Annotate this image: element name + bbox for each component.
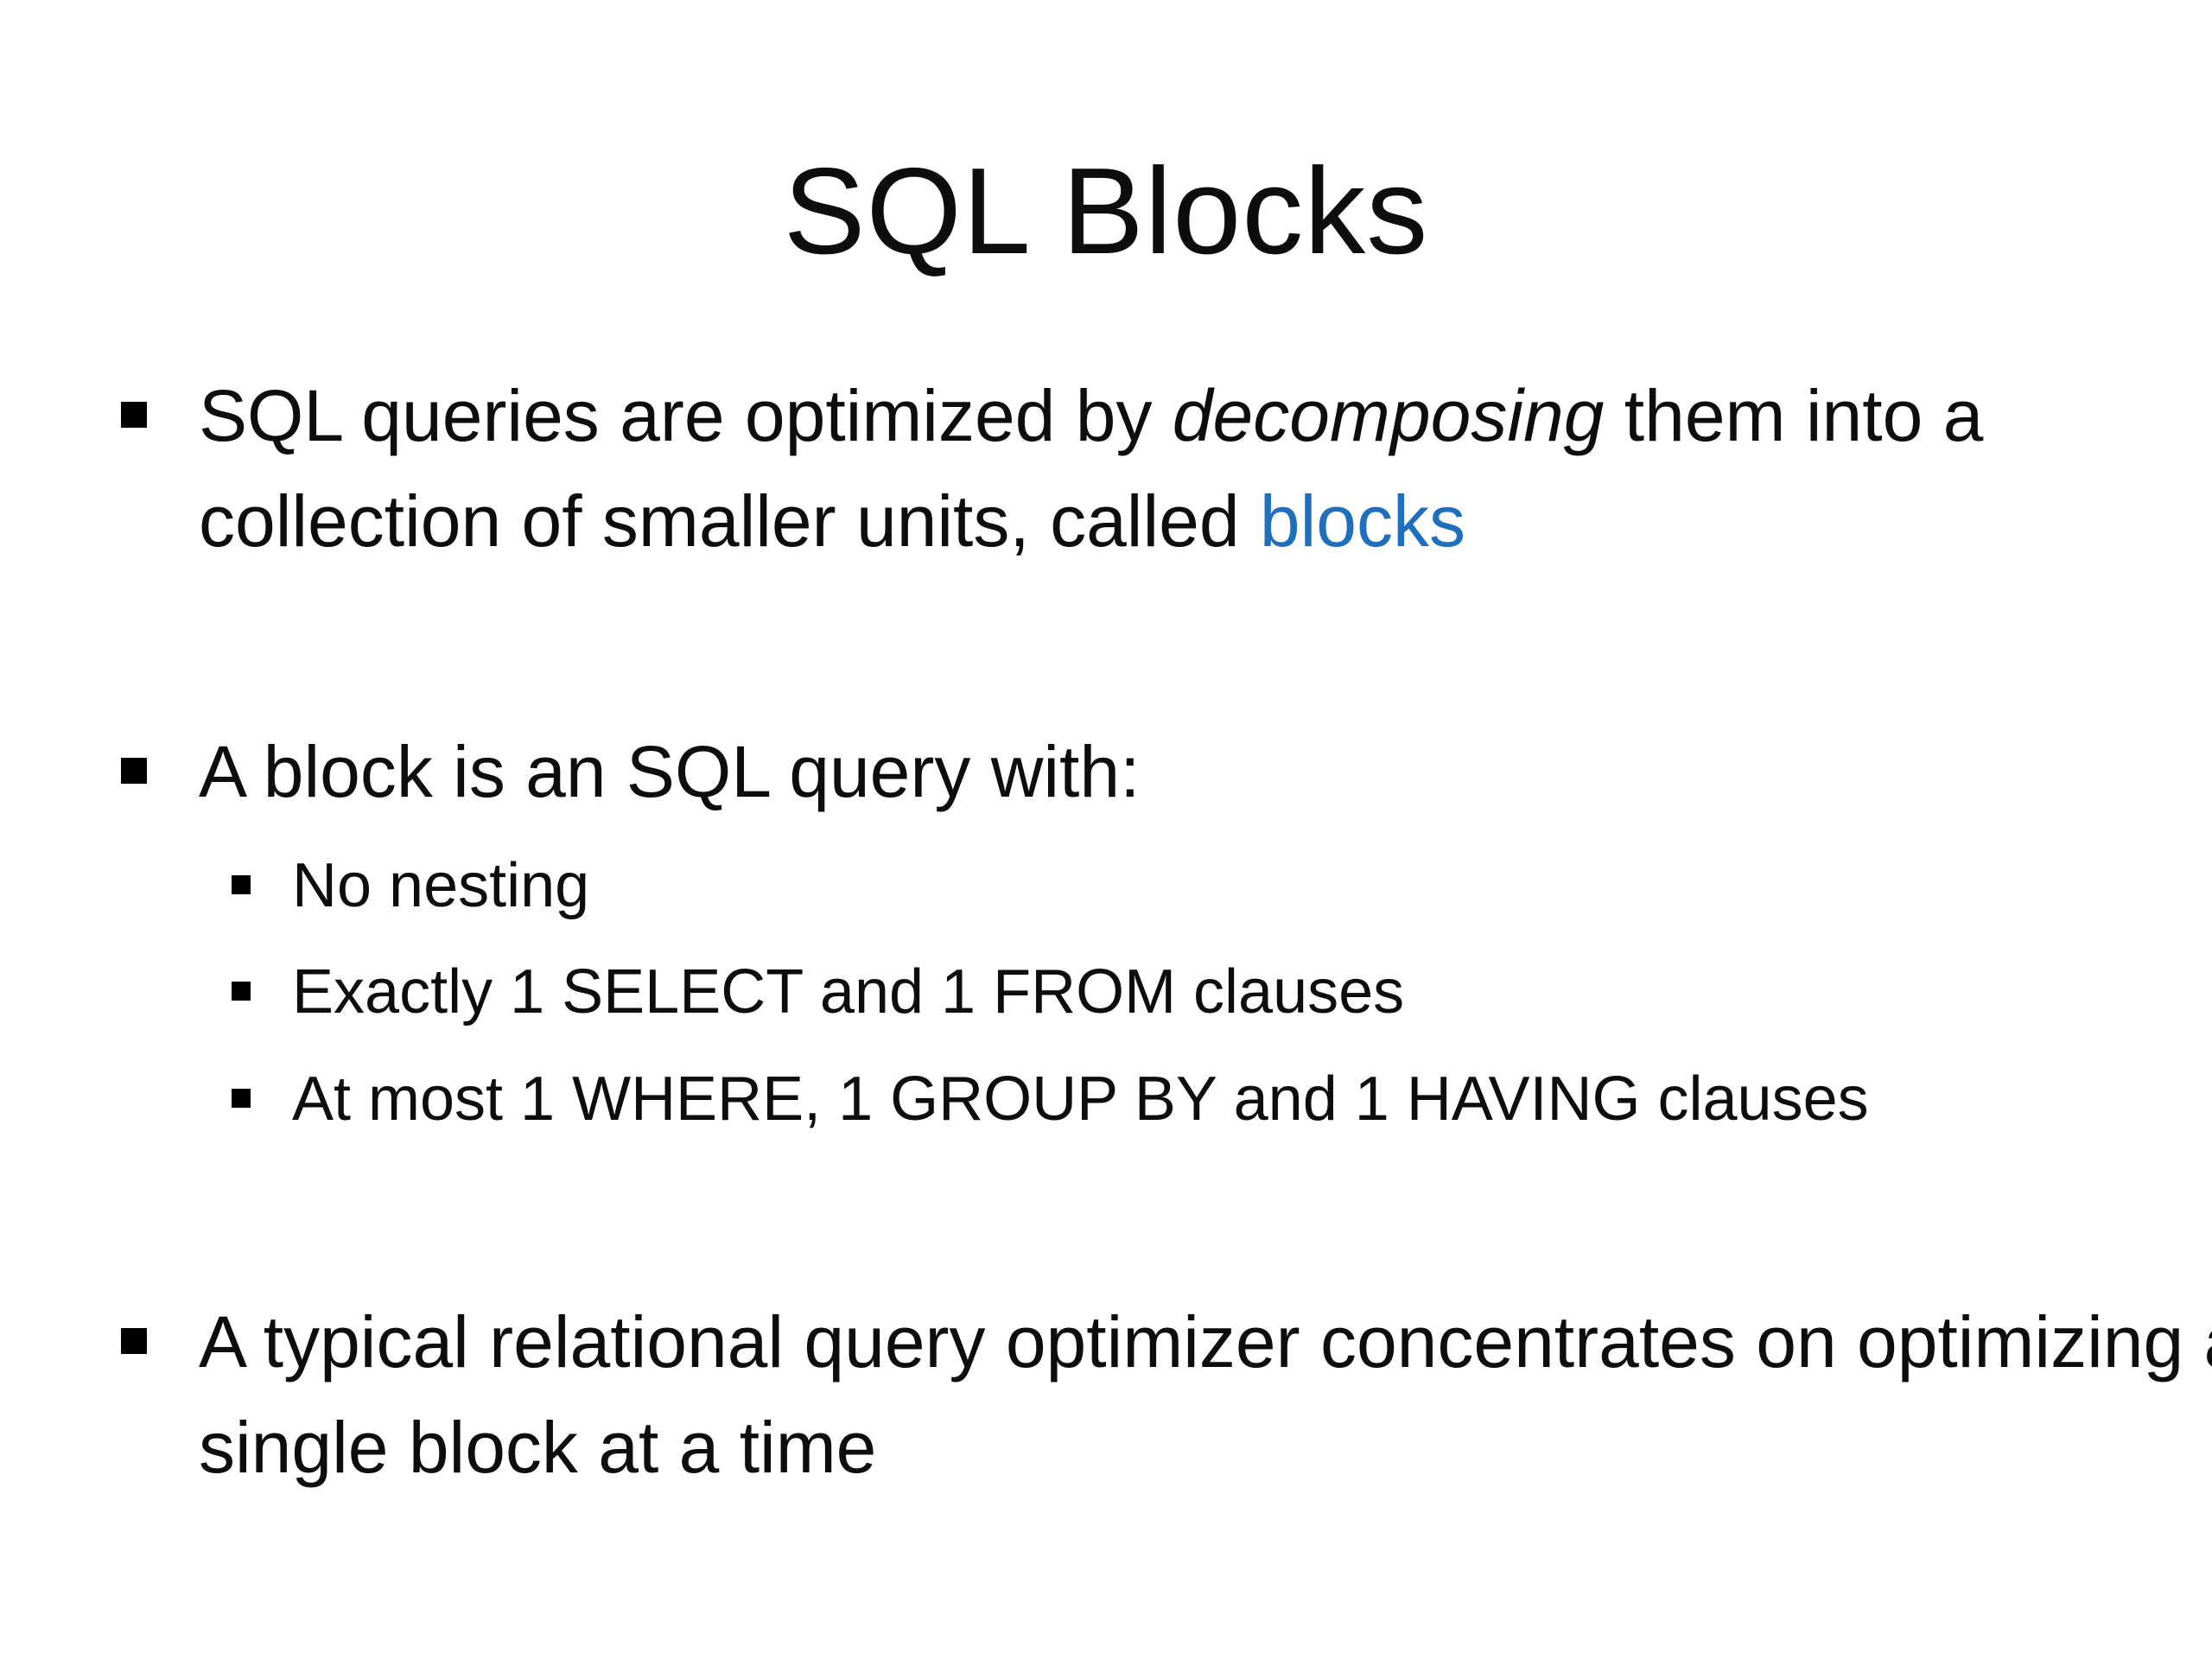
highlighted-term: blocks — [1259, 480, 1465, 562]
bullet-text-middle: them into a collection of smaller units,… — [199, 375, 1984, 562]
square-bullet-icon — [121, 402, 147, 428]
bullet-text: A block is an SQL query with: — [199, 731, 1141, 812]
bullet-text: SQL queries are optimized by decomposing… — [199, 363, 2212, 574]
slide-title: SQL Blocks — [783, 143, 1429, 280]
square-bullet-icon — [232, 982, 251, 1001]
bullet-text: A typical relational query optimizer con… — [199, 1301, 2212, 1488]
square-bullet-icon — [232, 1089, 251, 1108]
emphasized-word: decomposing — [1172, 375, 1605, 456]
sub-bullet-text: At most 1 WHERE, 1 GROUP BY and 1 HAVING… — [292, 1065, 1869, 1134]
square-bullet-icon — [121, 758, 147, 784]
square-bullet-icon — [232, 875, 251, 894]
sub-bullet-text: Exactly 1 SELECT and 1 FROM clauses — [292, 957, 1405, 1027]
square-bullet-icon — [121, 1328, 147, 1354]
sub-bullet-text: No nesting — [292, 851, 590, 920]
bullet-text-start: SQL queries are optimized by — [199, 375, 1173, 456]
